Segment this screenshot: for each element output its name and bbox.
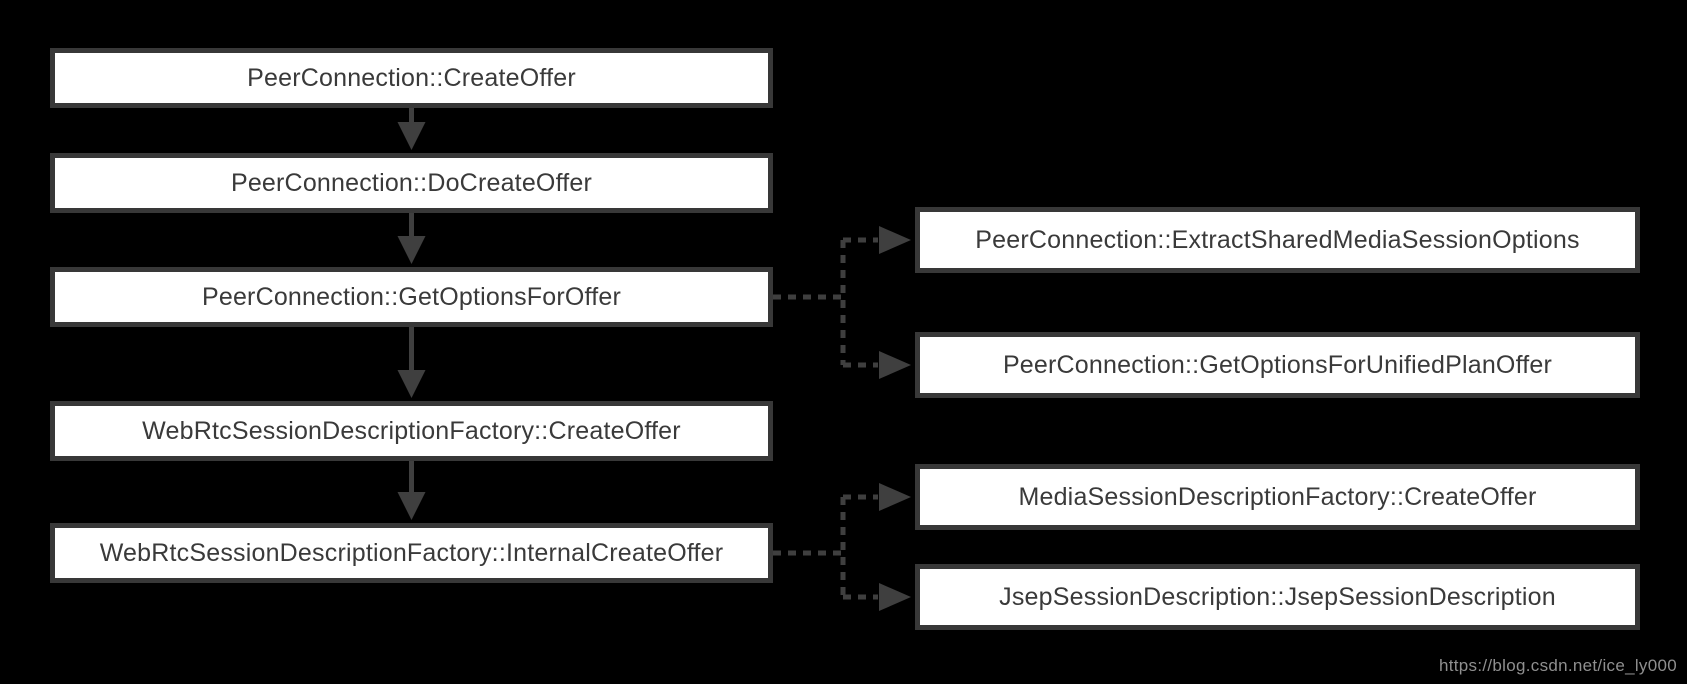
flow-node-peerconnection-get-options-for-unified-plan-offer: PeerConnection::GetOptionsForUnifiedPlan… xyxy=(915,332,1640,398)
flow-node-webrtc-session-description-factory-internal-create-offer: WebRtcSessionDescriptionFactory::Interna… xyxy=(50,523,773,583)
solid-arrow-3 xyxy=(397,325,426,398)
dashed-branch-internal-create-offer xyxy=(773,483,911,611)
flow-node-peerconnection-create-offer: PeerConnection::CreateOffer xyxy=(50,48,773,108)
csdn-watermark-link: https://blog.csdn.net/ice_ly000 xyxy=(1438,656,1677,675)
flow-node-media-session-description-factory-create-offer: MediaSessionDescriptionFactory::CreateOf… xyxy=(915,464,1640,530)
solid-arrow-2 xyxy=(397,211,426,264)
flow-node-webrtc-session-description-factory-create-offer: WebRtcSessionDescriptionFactory::CreateO… xyxy=(50,401,773,461)
flow-node-peerconnection-extract-shared-media-session-options: PeerConnection::ExtractSharedMediaSessio… xyxy=(915,207,1640,273)
flow-node-jsep-session-description: JsepSessionDescription::JsepSessionDescr… xyxy=(915,564,1640,630)
flow-node-peerconnection-do-create-offer: PeerConnection::DoCreateOffer xyxy=(50,153,773,213)
solid-arrow-1 xyxy=(397,106,426,150)
solid-arrow-4 xyxy=(397,459,426,520)
dashed-branch-get-options xyxy=(773,226,911,379)
flow-node-peerconnection-get-options-for-offer: PeerConnection::GetOptionsForOffer xyxy=(50,267,773,327)
